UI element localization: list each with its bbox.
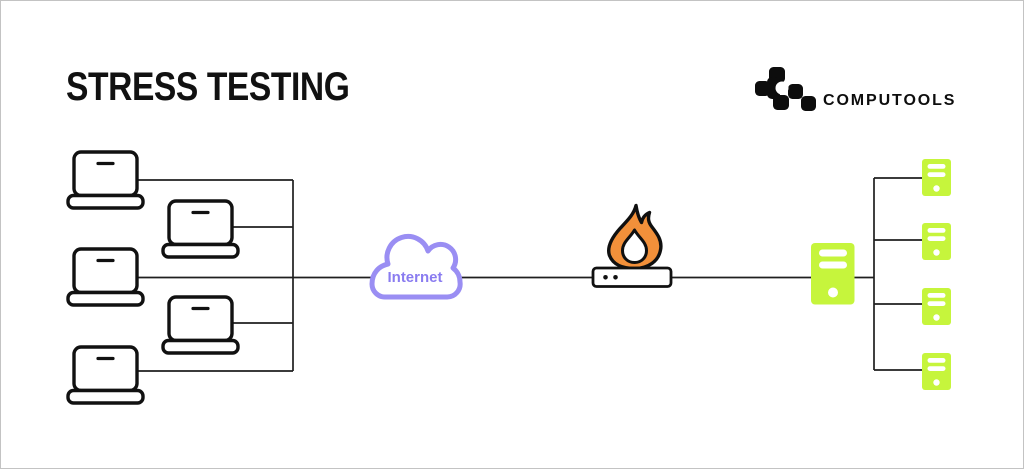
laptop-icon — [66, 345, 145, 405]
laptop-icon — [66, 247, 145, 307]
router-box-icon — [591, 266, 673, 288]
internet-label: Internet — [387, 269, 442, 286]
main-server-icon — [811, 243, 855, 305]
connection-lines — [131, 177, 922, 372]
page-title: STRESS TESTING — [66, 65, 350, 109]
firewall-icon — [591, 203, 673, 288]
backend-server-icon — [922, 223, 951, 260]
flame-icon — [607, 203, 663, 271]
backend-server-icon — [922, 288, 951, 325]
backend-server-icon — [922, 159, 951, 196]
brand-name: COMPUTOOLS — [823, 92, 957, 109]
internet-cloud-icon: Internet — [369, 233, 463, 300]
laptop-icon — [66, 150, 145, 210]
computools-logo-icon — [755, 67, 816, 111]
computools-logo: COMPUTOOLS — [753, 61, 963, 113]
laptop-icon — [161, 295, 240, 355]
backend-server-icon — [922, 353, 951, 390]
laptop-icon — [161, 199, 240, 259]
